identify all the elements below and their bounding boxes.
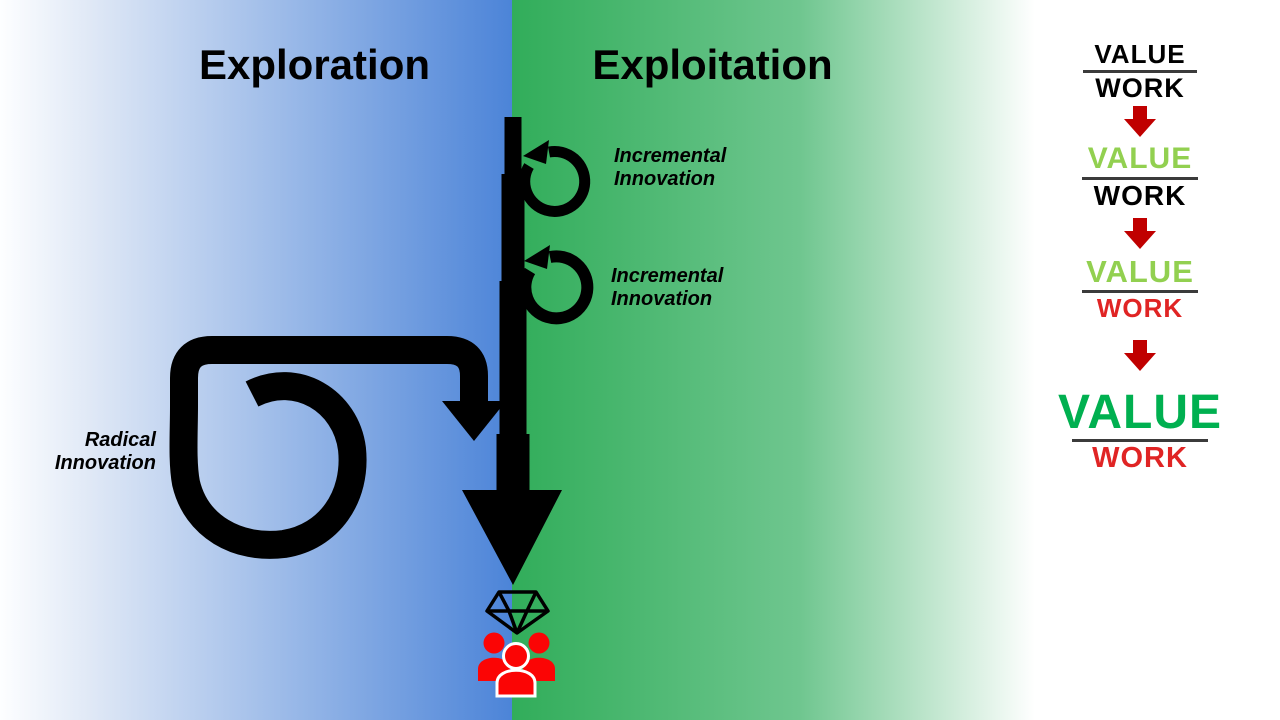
fraction-bar xyxy=(1082,290,1198,293)
exploration-title: Exploration xyxy=(198,41,431,88)
fraction-numerator: VALUE xyxy=(1086,254,1194,289)
exploitation-panel xyxy=(512,0,1035,720)
main-flow-arrow-icon xyxy=(462,117,562,585)
diamond-icon xyxy=(485,590,550,635)
radical-loop-icon xyxy=(169,336,506,559)
red-down-arrow-icon-1 xyxy=(1124,106,1156,137)
exploitation-title: Exploitation xyxy=(592,41,833,88)
fraction-denominator: WORK xyxy=(1096,293,1184,323)
red-down-arrow-icon-2 xyxy=(1124,218,1156,249)
value-work-fraction-4: VALUE WORK xyxy=(1040,386,1240,474)
value-work-column: VALUE WORK VALUE WORK VALUE WORK VALUE W… xyxy=(1040,0,1240,720)
fraction-denominator: WORK xyxy=(1093,180,1187,211)
fraction-numerator: VALUE xyxy=(1087,142,1193,175)
incremental-innovation-label-2: Incremental Innovation xyxy=(611,265,724,310)
fraction-bar xyxy=(1082,177,1198,180)
fraction-bar xyxy=(1072,438,1208,442)
people-icon xyxy=(478,632,555,698)
incremental-loop-2-icon xyxy=(519,245,594,325)
incremental-innovation-label-1: Incremental Innovation xyxy=(614,145,727,190)
red-down-arrow-icon-3 xyxy=(1124,340,1156,371)
fraction-numerator: VALUE xyxy=(1094,39,1186,69)
fraction-denominator: WORK xyxy=(1092,441,1188,474)
fraction-numerator: VALUE xyxy=(1057,386,1223,439)
fraction-bar xyxy=(1083,70,1197,73)
fraction-denominator: WORK xyxy=(1095,73,1185,103)
incremental-loop-1-icon xyxy=(519,140,591,217)
value-work-fraction-3: VALUE WORK xyxy=(1040,256,1240,321)
value-work-fraction-1: VALUE WORK xyxy=(1040,41,1240,102)
radical-innovation-label: Radical Innovation xyxy=(54,429,156,474)
value-work-fraction-2: VALUE WORK xyxy=(1040,144,1240,210)
